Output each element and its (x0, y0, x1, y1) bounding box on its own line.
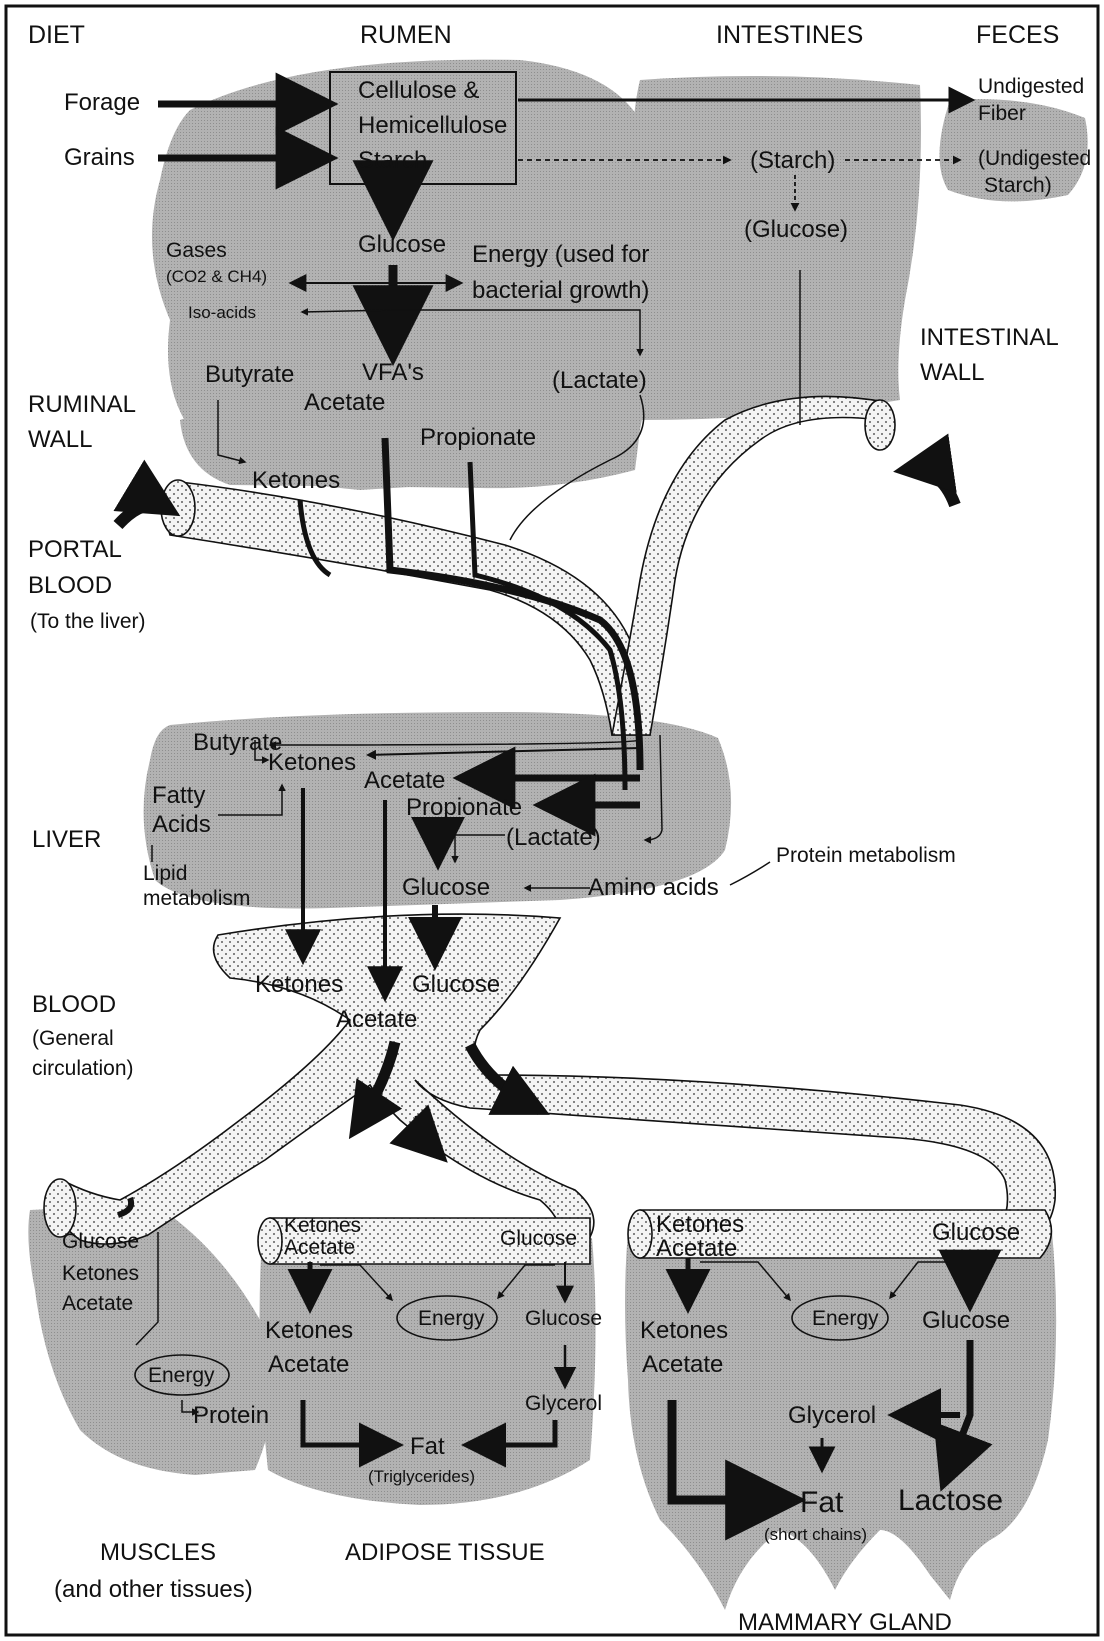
mammary-ketones-label: Ketones (640, 1317, 728, 1344)
portal-blood-label: PORTAL (28, 536, 122, 563)
lactose-label: Lactose (898, 1484, 1003, 1517)
liver-glucose-label: Glucose (402, 874, 490, 901)
rumen-lactate-label: (Lactate) (552, 367, 647, 394)
blood-label-2: (General (32, 1027, 114, 1050)
portal-blood-label-2: BLOOD (28, 572, 112, 599)
protein-metabolism-label: Protein metabolism (776, 844, 956, 867)
muscles-label-2: (and other tissues) (54, 1576, 253, 1603)
lipid-metabolism-label: metabolism (143, 887, 250, 910)
short-chains-label: (short chains) (764, 1525, 867, 1544)
adipose-glycerol-label: Glycerol (525, 1392, 602, 1415)
ruminal-wall-label-2: WALL (28, 426, 92, 453)
liver-propionate-label: Propionate (406, 794, 522, 821)
muscle-glucose-label: Glucose (62, 1230, 139, 1253)
adipose-acetate-label: Acetate (268, 1351, 349, 1378)
portal-blood-label-3: (To the liver) (30, 610, 146, 633)
triglycerides-label: (Triglycerides) (368, 1467, 475, 1486)
forage-label: Forage (64, 89, 140, 116)
muscle-protein-label: Protein (193, 1402, 269, 1429)
starch-label: Starch (358, 147, 427, 174)
liver-acetate-label: Acetate (364, 767, 445, 794)
muscle-acetate-label: Acetate (62, 1292, 133, 1315)
muscle-ketones-label: Ketones (62, 1262, 139, 1285)
header-diet: DIET (28, 21, 85, 49)
blood-ketones-label: Ketones (255, 971, 343, 998)
adipose-vessel-acetate-label: Acetate (284, 1236, 355, 1259)
intestine-starch-label: (Starch) (750, 147, 835, 174)
amino-acids-label: Amino acids (588, 874, 719, 901)
adipose-vessel-ketones-label: Ketones (284, 1214, 361, 1237)
mammary-vessel-ketones-label: Ketones (656, 1211, 744, 1238)
undigested-starch-label-2: Starch) (984, 174, 1052, 197)
mammary-glucose-label: Glucose (922, 1307, 1010, 1334)
blood-label: BLOOD (32, 991, 116, 1018)
adipose-ketones-label: Ketones (265, 1317, 353, 1344)
hemicellulose-label: Hemicellulose (358, 112, 507, 139)
iso-acids-label: Iso-acids (188, 303, 256, 322)
vfas-label: VFA's (362, 359, 424, 386)
muscle-energy-label: Energy (148, 1364, 215, 1387)
mammary-glycerol-label: Glycerol (788, 1402, 876, 1429)
rumen-glucose-label: Glucose (358, 231, 446, 258)
liver-ketones-label: Ketones (268, 749, 356, 776)
adipose-vessel-glucose-label: Glucose (500, 1227, 577, 1250)
rumen-propionate-label: Propionate (420, 424, 536, 451)
mammary-vessel-end (628, 1210, 652, 1258)
adipose-glucose-label: Glucose (525, 1307, 602, 1330)
undigested-fiber-label: Undigested (978, 75, 1084, 98)
adipose-energy-label: Energy (418, 1307, 485, 1330)
liver-label: LIVER (32, 826, 101, 853)
mammary-fat-label: Fat (800, 1486, 844, 1519)
rumen-ketones-label: Ketones (252, 467, 340, 494)
intestinal-wall-label: INTESTINAL (920, 324, 1059, 351)
adipose-vessel-end (258, 1218, 282, 1264)
adipose-fat-label: Fat (410, 1433, 445, 1460)
blood-acetate-label: Acetate (336, 1006, 417, 1033)
undigested-starch-label: (Undigested (978, 147, 1091, 170)
cellulose-label: Cellulose & (358, 77, 479, 104)
grains-label: Grains (64, 144, 135, 171)
header-feces: FECES (976, 21, 1059, 49)
adipose-label: ADIPOSE TISSUE (345, 1539, 545, 1566)
mammary-label: MAMMARY GLAND (738, 1609, 952, 1636)
blood-glucose-label: Glucose (412, 971, 500, 998)
gases-detail-label: (CO2 & CH4) (166, 267, 267, 286)
intestinal-vessel-end (865, 400, 895, 450)
energy-label-2: bacterial growth) (472, 277, 649, 304)
ruminal-wall-label: RUMINAL (28, 391, 136, 418)
undigested-fiber-label-2: Fiber (978, 102, 1026, 125)
liver-lactate-label: (Lactate) (506, 824, 601, 851)
mammary-energy-label: Energy (812, 1307, 879, 1330)
mammary-acetate-label: Acetate (642, 1351, 723, 1378)
energy-label: Energy (used for (472, 241, 649, 268)
gases-label: Gases (166, 239, 227, 262)
muscle-vessel-end (44, 1179, 76, 1237)
intestinal-wall-label-2: WALL (920, 359, 984, 386)
intestine-glucose-label: (Glucose) (744, 216, 848, 243)
header-intestines: INTESTINES (716, 21, 863, 49)
intestines-shape (630, 76, 921, 420)
muscles-label: MUSCLES (100, 1539, 216, 1566)
fatty-acids-label: Fatty (152, 782, 205, 809)
mammary-vessel-glucose-label: Glucose (932, 1219, 1020, 1246)
fatty-acids-label-2: Acids (152, 811, 211, 838)
rumen-butyrate-label: Butyrate (205, 361, 294, 388)
rumen-acetate-label: Acetate (304, 389, 385, 416)
mammary-vessel-acetate-label: Acetate (656, 1235, 737, 1262)
header-rumen: RUMEN (360, 21, 452, 49)
blood-label-3: circulation) (32, 1057, 134, 1080)
lipid-label: Lipid (143, 862, 187, 885)
